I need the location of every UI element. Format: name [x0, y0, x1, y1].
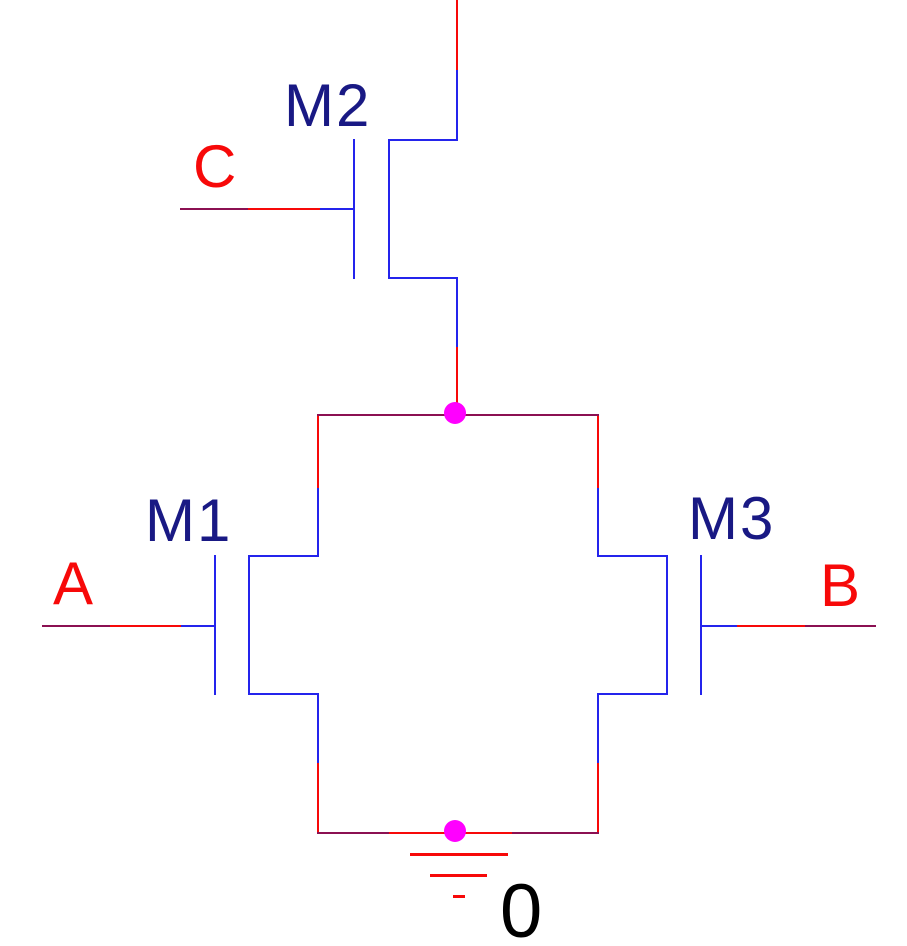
wire-net-c-outer-stub[interactable]: [180, 208, 248, 210]
m1-source-lead: [317, 693, 319, 764]
label-net-b[interactable]: B: [820, 552, 863, 619]
wire-net-c[interactable]: [248, 208, 320, 210]
label-ref-m3[interactable]: M3: [688, 485, 776, 552]
m2-drain-stub: [389, 139, 458, 141]
m1-channel-bar: [248, 555, 250, 695]
wire-bottom-rail-left[interactable]: [317, 832, 389, 834]
ground-bar-2: [430, 874, 487, 877]
m3-gate-pin: [701, 625, 737, 627]
m3-channel-bar: [666, 555, 668, 695]
m2-drain-lead: [456, 70, 458, 140]
m3-source-lead: [597, 693, 599, 764]
m1-gate-pin: [181, 625, 215, 627]
label-net-c[interactable]: C: [193, 133, 239, 200]
m2-source-stub: [389, 277, 458, 279]
wire-m2-source-to-node[interactable]: [456, 347, 458, 413]
wire-right-riser[interactable]: [597, 414, 599, 488]
wire-net-b-outer-stub[interactable]: [805, 625, 876, 627]
label-ref-m1[interactable]: M1: [145, 487, 233, 554]
m2-channel-bar: [388, 139, 390, 279]
m3-drain-lead: [597, 487, 599, 557]
wire-m2-drain-vertical[interactable]: [456, 0, 458, 70]
ground-bar-1: [410, 853, 508, 856]
m2-gate-pin: [320, 208, 355, 210]
wire-net-a[interactable]: [110, 625, 181, 627]
m1-drain-stub: [249, 555, 319, 557]
label-net-a[interactable]: A: [53, 550, 96, 617]
wire-bottom-rail-right[interactable]: [512, 832, 599, 834]
m1-gate-bar: [214, 555, 216, 695]
label-net-ground[interactable]: 0: [500, 869, 543, 946]
wire-left-descender[interactable]: [317, 763, 319, 833]
m1-source-stub: [249, 693, 319, 695]
m2-source-lead: [456, 277, 458, 347]
label-ref-m2[interactable]: M2: [284, 72, 372, 139]
wire-net-a-outer-stub[interactable]: [42, 625, 110, 627]
junction-dot-top: [444, 402, 466, 424]
junction-dot-bottom: [444, 820, 466, 842]
m3-source-stub: [598, 693, 667, 695]
m3-drain-stub: [598, 555, 667, 557]
wire-left-riser[interactable]: [317, 414, 319, 488]
ground-bar-3: [453, 895, 465, 898]
wire-right-descender[interactable]: [597, 763, 599, 833]
wire-net-b[interactable]: [737, 625, 805, 627]
m1-drain-lead: [317, 487, 319, 557]
